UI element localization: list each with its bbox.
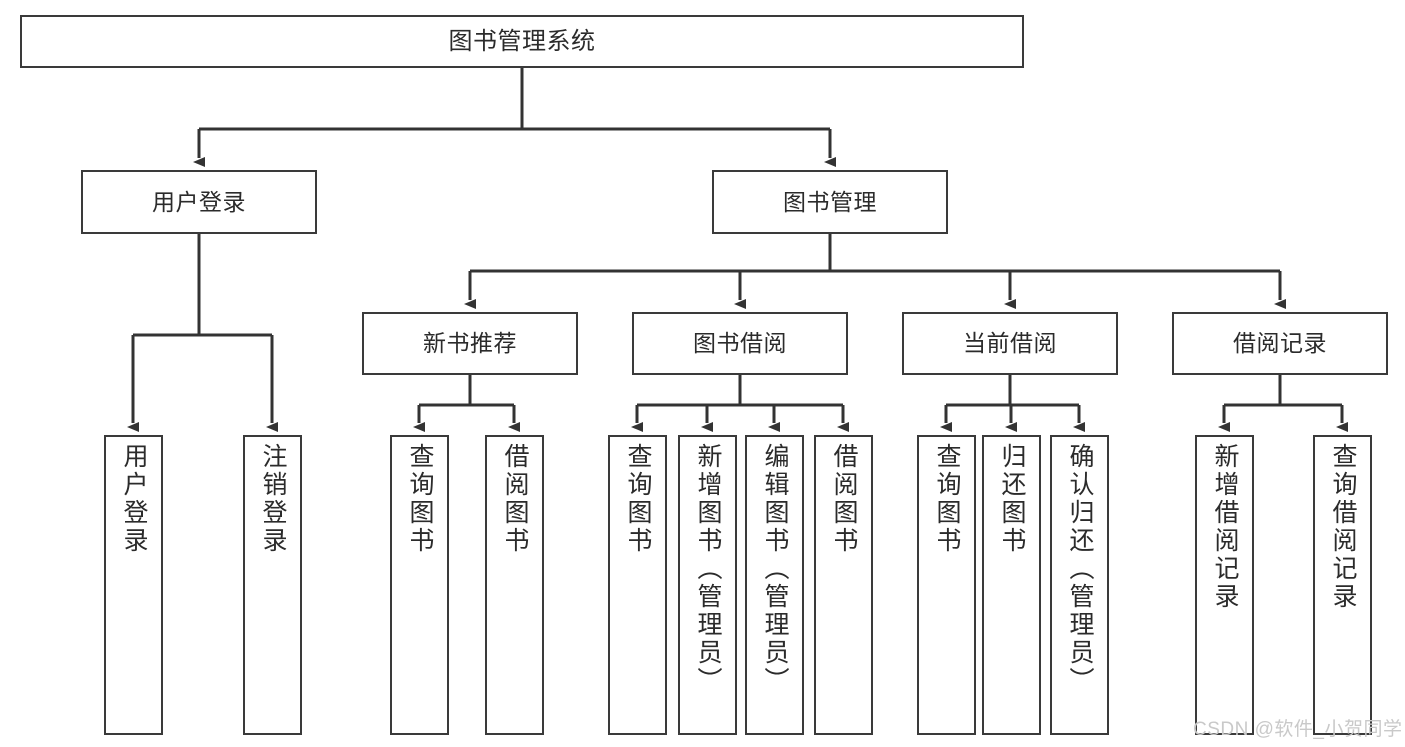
leaf-edit-book-label: 编辑图书（管理员） xyxy=(761,443,789,695)
node-book-borrow[interactable]: 图书借阅 xyxy=(632,312,848,375)
node-book-manage[interactable]: 图书管理 xyxy=(712,170,948,234)
leaf-user-login-label: 用户登录 xyxy=(120,443,148,555)
node-new-book-recommend[interactable]: 新书推荐 xyxy=(362,312,578,375)
leaf-user-login[interactable]: 用户登录 xyxy=(104,435,163,735)
node-root[interactable]: 图书管理系统 xyxy=(20,15,1024,68)
leaf-borrow-book-recommend[interactable]: 借阅图书 xyxy=(485,435,544,735)
node-user-login[interactable]: 用户登录 xyxy=(81,170,317,234)
leaf-add-borrow-record-label: 新增借阅记录 xyxy=(1211,443,1239,611)
leaf-return-book-label: 归还图书 xyxy=(998,443,1026,555)
node-book-borrow-label: 图书借阅 xyxy=(693,330,787,357)
leaf-user-logout-label: 注销登录 xyxy=(259,443,287,555)
leaf-borrow-book-label: 借阅图书 xyxy=(830,443,858,555)
leaf-query-book-current[interactable]: 查询图书 xyxy=(917,435,976,735)
leaf-add-borrow-record[interactable]: 新增借阅记录 xyxy=(1195,435,1254,735)
leaf-add-book[interactable]: 新增图书（管理员） xyxy=(678,435,737,735)
leaf-query-borrow-record[interactable]: 查询借阅记录 xyxy=(1313,435,1372,735)
node-borrow-record-label: 借阅记录 xyxy=(1233,330,1327,357)
leaf-query-book-recommend-label: 查询图书 xyxy=(406,443,434,555)
node-borrow-record[interactable]: 借阅记录 xyxy=(1172,312,1388,375)
node-user-login-label: 用户登录 xyxy=(152,188,246,215)
leaf-borrow-book[interactable]: 借阅图书 xyxy=(814,435,873,735)
leaf-return-book[interactable]: 归还图书 xyxy=(982,435,1041,735)
csdn-watermark: CSDN @软件_小贺同学 xyxy=(1193,719,1403,740)
leaf-edit-book[interactable]: 编辑图书（管理员） xyxy=(745,435,804,735)
leaf-query-book-current-label: 查询图书 xyxy=(933,443,961,555)
leaf-query-borrow-record-label: 查询借阅记录 xyxy=(1329,443,1357,611)
leaf-user-logout[interactable]: 注销登录 xyxy=(243,435,302,735)
leaf-add-book-label: 新增图书（管理员） xyxy=(694,443,722,695)
node-current-borrow[interactable]: 当前借阅 xyxy=(902,312,1118,375)
leaf-query-book-borrow[interactable]: 查询图书 xyxy=(608,435,667,735)
leaf-query-book-borrow-label: 查询图书 xyxy=(624,443,652,555)
leaf-borrow-book-recommend-label: 借阅图书 xyxy=(501,443,529,555)
node-current-borrow-label: 当前借阅 xyxy=(963,330,1057,357)
node-book-manage-label: 图书管理 xyxy=(783,188,877,215)
leaf-query-book-recommend[interactable]: 查询图书 xyxy=(390,435,449,735)
leaf-confirm-return[interactable]: 确认归还（管理员） xyxy=(1050,435,1109,735)
node-new-book-recommend-label: 新书推荐 xyxy=(423,330,517,357)
leaf-confirm-return-label: 确认归还（管理员） xyxy=(1066,443,1094,695)
node-root-label: 图书管理系统 xyxy=(448,27,596,55)
